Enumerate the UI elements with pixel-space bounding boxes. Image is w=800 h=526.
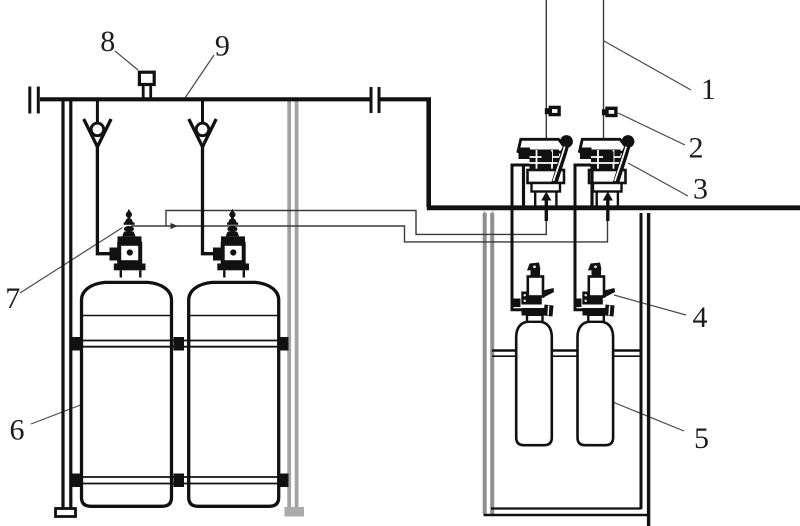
svg-text:9: 9 <box>215 30 230 63</box>
svg-text:7: 7 <box>5 282 20 315</box>
svg-text:1: 1 <box>701 73 716 106</box>
svg-text:2: 2 <box>689 132 704 165</box>
svg-text:3: 3 <box>693 173 708 206</box>
svg-text:4: 4 <box>693 301 708 334</box>
svg-text:6: 6 <box>10 414 25 447</box>
svg-text:5: 5 <box>694 422 709 455</box>
svg-text:8: 8 <box>100 25 115 58</box>
